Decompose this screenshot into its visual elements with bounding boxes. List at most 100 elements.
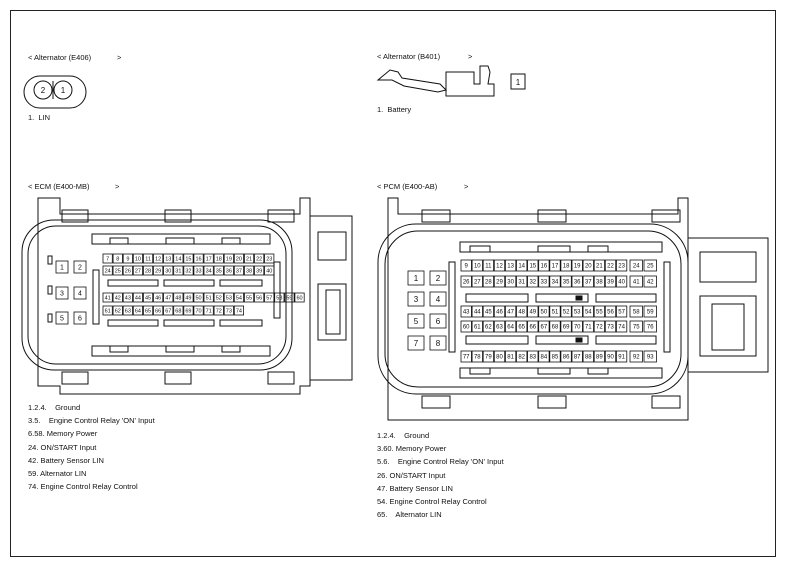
svg-text:22: 22 <box>607 264 614 270</box>
svg-text:14: 14 <box>175 256 181 262</box>
svg-text:78: 78 <box>474 355 481 361</box>
pin-51: 51 <box>549 305 561 318</box>
svg-text:54: 54 <box>585 310 592 316</box>
svg-text:16: 16 <box>541 264 548 270</box>
pin-66: 66 <box>527 320 539 333</box>
svg-text:23: 23 <box>266 256 272 262</box>
svg-text:62: 62 <box>115 308 121 314</box>
pin-24: 24 <box>629 259 643 272</box>
svg-text:42: 42 <box>647 280 654 286</box>
svg-text:72: 72 <box>596 325 603 331</box>
pin-48: 48 <box>516 305 528 318</box>
pin-9: 9 <box>460 259 472 272</box>
legend-item: 3.5. Engine Control Relay 'ON' Input <box>28 416 155 426</box>
pin-20: 20 <box>582 259 594 272</box>
pin-27: 27 <box>132 265 144 276</box>
svg-text:30: 30 <box>507 280 514 286</box>
svg-text:66: 66 <box>155 308 161 314</box>
pin-50: 50 <box>193 292 204 303</box>
svg-text:48: 48 <box>175 295 181 301</box>
pin-8: 8 <box>429 335 447 351</box>
svg-text:53: 53 <box>226 295 232 301</box>
svg-text:49: 49 <box>529 310 536 316</box>
svg-text:42: 42 <box>115 295 121 301</box>
pin-22: 22 <box>604 259 617 272</box>
pin-60: 60 <box>294 292 305 303</box>
legend-item: 74. Engine Control Relay Control <box>28 482 138 492</box>
pin-47: 47 <box>504 305 517 318</box>
pin-78: 78 <box>471 350 483 363</box>
alt-e406-legend: 1. LIN <box>28 111 50 124</box>
legend-item: 1. LIN <box>28 113 51 122</box>
pin-45: 45 <box>482 305 495 318</box>
svg-text:2: 2 <box>436 274 441 283</box>
svg-text:86: 86 <box>563 355 570 361</box>
svg-text:57: 57 <box>618 310 625 316</box>
pin-1: 1 <box>407 270 425 286</box>
svg-text:16: 16 <box>195 256 201 262</box>
pin-65: 65 <box>142 305 154 316</box>
pin-71: 71 <box>582 320 594 333</box>
pin-50: 50 <box>538 305 550 318</box>
alt-e406-pin-2: 2 <box>41 86 46 95</box>
alt-e406-pin-1: 1 <box>61 86 66 95</box>
pcm-connector-body <box>377 197 769 421</box>
pin-13: 13 <box>504 259 517 272</box>
svg-text:4: 4 <box>436 295 441 304</box>
svg-text:43: 43 <box>463 310 470 316</box>
pin-72: 72 <box>593 320 606 333</box>
pin-64: 64 <box>132 305 144 316</box>
pin-88: 88 <box>582 350 594 363</box>
pin-54: 54 <box>233 292 245 303</box>
svg-text:82: 82 <box>518 355 525 361</box>
pin-16: 16 <box>193 253 204 264</box>
svg-text:61: 61 <box>105 308 111 314</box>
pin-40: 40 <box>264 265 275 276</box>
pin-63: 63 <box>122 305 133 316</box>
pin-55: 55 <box>243 292 255 303</box>
svg-text:89: 89 <box>596 355 603 361</box>
pin-10: 10 <box>471 259 483 272</box>
pin-79: 79 <box>482 350 495 363</box>
svg-text:23: 23 <box>618 264 625 270</box>
svg-text:67: 67 <box>165 308 171 314</box>
pin-82: 82 <box>516 350 528 363</box>
pin-1: 1 <box>55 260 69 274</box>
legend-item: 1. Battery <box>377 105 412 114</box>
svg-text:31: 31 <box>175 268 181 274</box>
ecm-title-tail: > <box>115 182 120 191</box>
svg-text:44: 44 <box>135 295 141 301</box>
pin-38: 38 <box>593 275 606 288</box>
pin-62: 62 <box>112 305 123 316</box>
pin-68: 68 <box>549 320 561 333</box>
pin-46: 46 <box>153 292 164 303</box>
svg-text:38: 38 <box>246 268 252 274</box>
pin-53: 53 <box>223 292 234 303</box>
pin-36: 36 <box>223 265 234 276</box>
svg-text:84: 84 <box>541 355 548 361</box>
pin-49: 49 <box>527 305 539 318</box>
svg-text:7: 7 <box>414 339 419 348</box>
pin-29: 29 <box>493 275 506 288</box>
pin-14: 14 <box>516 259 528 272</box>
pin-6: 6 <box>429 313 447 329</box>
pin-61: 61 <box>102 305 113 316</box>
svg-text:87: 87 <box>574 355 581 361</box>
svg-text:55: 55 <box>246 295 252 301</box>
svg-text:31: 31 <box>518 280 525 286</box>
pin-43: 43 <box>122 292 133 303</box>
svg-text:17: 17 <box>206 256 212 262</box>
svg-text:70: 70 <box>574 325 581 331</box>
svg-text:62: 62 <box>485 325 492 331</box>
pin-20: 20 <box>233 253 245 264</box>
pin-63: 63 <box>493 320 506 333</box>
svg-text:39: 39 <box>256 268 262 274</box>
svg-text:74: 74 <box>236 308 242 314</box>
pin-24: 24 <box>102 265 113 276</box>
svg-text:65: 65 <box>145 308 151 314</box>
svg-text:77: 77 <box>463 355 470 361</box>
svg-text:12: 12 <box>155 256 161 262</box>
svg-text:68: 68 <box>552 325 559 331</box>
svg-text:69: 69 <box>563 325 570 331</box>
svg-text:37: 37 <box>236 268 242 274</box>
